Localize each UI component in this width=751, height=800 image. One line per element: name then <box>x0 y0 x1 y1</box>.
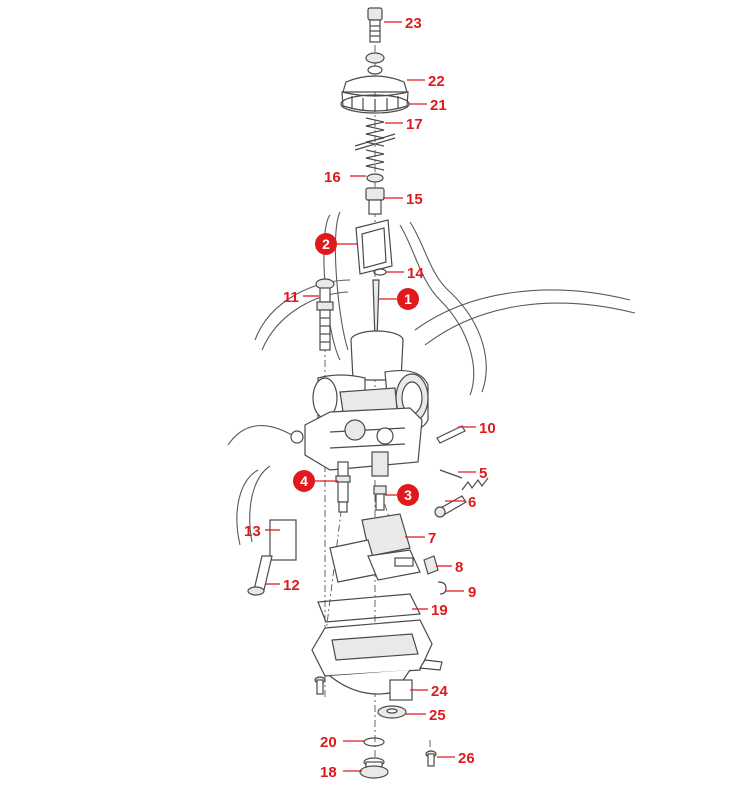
float-valve-icon <box>423 555 439 575</box>
spring-icon <box>354 117 396 171</box>
o-ring-icon <box>363 737 385 747</box>
float-icon <box>329 513 421 583</box>
callout-19: 19 <box>431 602 448 619</box>
choke-plunger-icon <box>247 555 273 596</box>
callout-3-badge: 3 <box>397 484 419 506</box>
carburetor-body-icon <box>290 330 429 477</box>
callout-15: 15 <box>406 191 423 208</box>
callout-4-badge: 4 <box>293 470 315 492</box>
callout-5: 5 <box>479 465 487 482</box>
washer-icon <box>366 173 384 183</box>
pilot-screw-icon <box>436 425 466 444</box>
callout-8: 8 <box>455 559 463 576</box>
callout-10: 10 <box>479 420 496 437</box>
callout-6: 6 <box>468 494 476 511</box>
callout-25: 25 <box>429 707 446 724</box>
callout-1-badge: 1 <box>397 288 419 310</box>
callout-22: 22 <box>428 73 445 90</box>
idle-screw-icon <box>434 495 467 518</box>
callout-labels: 23 22 21 17 16 15 2 14 11 1 10 5 4 3 6 1… <box>244 15 496 781</box>
callout-18: 18 <box>320 764 337 781</box>
callout-17: 17 <box>406 116 423 133</box>
callout-23: 23 <box>405 15 422 32</box>
drain-plug-icon <box>359 757 389 779</box>
callout-21: 21 <box>430 97 447 114</box>
callout-9: 9 <box>468 584 476 601</box>
svg-text:3: 3 <box>404 487 412 503</box>
air-screw-icon <box>315 278 335 351</box>
callout-20: 20 <box>320 734 337 751</box>
callout-leaders <box>265 21 476 772</box>
needle-jet-icon <box>335 461 351 513</box>
float-pin-icon <box>437 581 447 595</box>
throttle-slide-icon <box>355 219 393 275</box>
adjuster-bolt-icon <box>367 7 383 43</box>
callout-16: 16 <box>324 169 341 186</box>
callout-12: 12 <box>283 577 300 594</box>
spring-icon <box>269 519 297 561</box>
needle-holder-icon <box>365 187 385 215</box>
svg-text:1: 1 <box>404 291 412 307</box>
throttle-cap-assembly <box>340 7 410 341</box>
main-jet-icon <box>373 485 387 511</box>
callout-24: 24 <box>431 683 448 700</box>
screw-icon <box>425 750 437 767</box>
float-bowl-icon <box>311 619 443 701</box>
callout-13: 13 <box>244 523 261 540</box>
callout-26: 26 <box>458 750 475 767</box>
drain-washer-icon <box>377 705 407 719</box>
svg-text:4: 4 <box>300 473 308 489</box>
callout-2-badge: 2 <box>315 233 337 255</box>
screw-icon <box>314 676 326 695</box>
float-bowl-gasket-icon <box>317 593 421 623</box>
carburetor-top-cap-icon <box>341 75 409 112</box>
spring-icon <box>439 469 489 491</box>
cable-hoses <box>227 211 636 546</box>
callout-14: 14 <box>407 265 424 282</box>
needle-clip-icon <box>373 268 387 276</box>
callout-7: 7 <box>428 530 436 547</box>
callout-11: 11 <box>283 289 299 306</box>
svg-text:2: 2 <box>322 236 330 252</box>
